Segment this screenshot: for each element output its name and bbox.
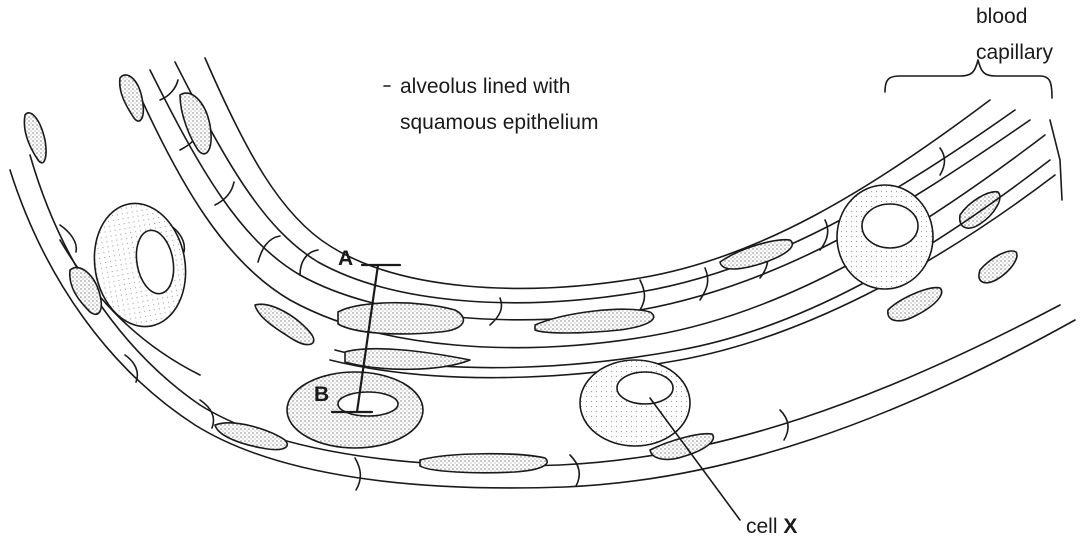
alveolus-label-line2: squamous epithelium: [400, 110, 598, 135]
cell-x-label: cell X: [746, 514, 797, 539]
red-blood-cell-right: [837, 185, 933, 289]
blood-capillary-label-line1: blood: [976, 4, 1027, 29]
point-b-label: B: [314, 382, 329, 407]
alveolus-label-line1: alveolus lined with: [400, 74, 570, 99]
point-a-label: A: [338, 246, 353, 271]
red-blood-cell-left: [85, 196, 195, 334]
capillary-brace: [885, 60, 1052, 98]
cell-x-label-prefix: cell: [746, 515, 783, 538]
capillary-nuclei: [70, 268, 942, 473]
red-blood-cell-x: [580, 360, 690, 446]
cell-x-label-letter: X: [783, 515, 797, 538]
red-blood-cell-b: [287, 372, 423, 448]
blood-capillary-label-line2: capillary: [976, 40, 1053, 65]
